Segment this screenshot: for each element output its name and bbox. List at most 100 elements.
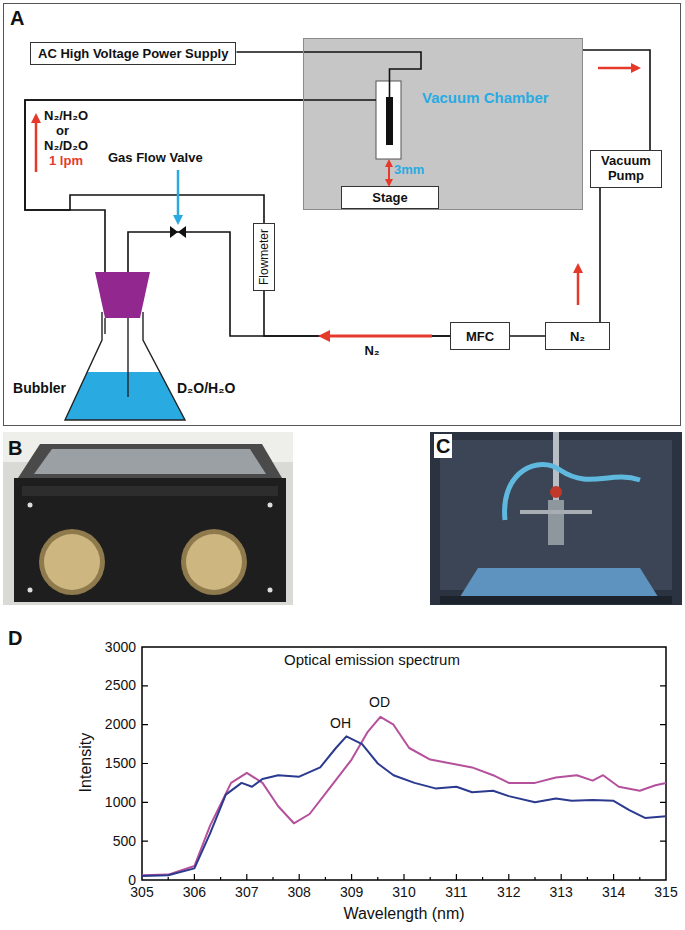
bubbler-flask-outline-part: [127, 318, 128, 397]
flow-label: N₂: [362, 343, 381, 359]
vacuum-chamber-outline: [304, 39, 582, 209]
y-tick-label: 1000: [105, 794, 136, 811]
x-tick-label: 308: [288, 884, 311, 901]
node-text: Flowmeter: [257, 229, 271, 285]
panel-letter: A: [10, 6, 24, 30]
n2-source-box: N₂: [545, 322, 610, 350]
flow-rate-label: 1 lpm: [49, 153, 83, 169]
apparatus-photo-part: [430, 432, 682, 605]
peak-label: OD: [369, 694, 390, 711]
x-tick-label: 312: [497, 884, 520, 901]
pipe-line: [264, 291, 450, 336]
bubbler-flask-outline-part: [95, 272, 150, 318]
stage-box: Stage: [341, 186, 439, 209]
flow-arrow-part: [31, 113, 41, 123]
gas-flow-valve-part: [178, 226, 186, 238]
panel-letter: D: [8, 626, 22, 650]
vacuum-chamber-outline-part: [386, 97, 393, 145]
chart-title: Optical emission spectrum: [284, 651, 460, 669]
apparatus-photo-part: [505, 464, 640, 520]
y-tick-label: 2000: [105, 716, 136, 733]
bubbler-flask-outline-part: [65, 312, 185, 420]
glovebox-photo-part: [34, 449, 266, 474]
pipe-line: [583, 50, 650, 150]
apparatus-photo-part: [548, 500, 564, 545]
gap-dimension: 3mm: [394, 162, 424, 178]
vacuum-chamber-outline-part: [385, 159, 393, 167]
node-text: Vacuum Chamber: [422, 89, 549, 106]
apparatus-photo-part: [520, 510, 592, 514]
valve-label: Gas Flow Valve: [108, 150, 203, 166]
node-text: D₂O/H₂O: [177, 380, 235, 396]
vacuum-chamber-outline-part: [388, 165, 390, 181]
y-tick-label: 1500: [105, 755, 136, 772]
spectrum-chart-part: [142, 647, 666, 880]
valve-pointer-arrow-part: [177, 170, 180, 216]
panel-letter: C: [434, 434, 452, 458]
gas-flow-valve-part: [170, 226, 178, 238]
x-tick-label: 314: [602, 884, 625, 901]
node-text: Stage: [372, 190, 407, 205]
glovebox-photo-part: [28, 503, 33, 508]
pipe-line: [510, 335, 545, 337]
panel-letter: B: [8, 436, 22, 460]
glovebox-photo-part: [39, 529, 105, 595]
x-axis-title: Wavelength (nm): [343, 904, 464, 923]
gas-flow-valve: [170, 226, 186, 238]
node-text: AC High Voltage Power Supply: [38, 46, 228, 61]
spectrum-chart: [142, 647, 666, 880]
power-supply-box: AC High Voltage Power Supply: [30, 42, 236, 65]
oh-curve: [142, 736, 666, 876]
y-tick-label: 3000: [105, 639, 136, 656]
apparatus-photo-part: [458, 568, 660, 600]
flow-arrow-part: [328, 335, 432, 338]
glovebox-photo-part: [268, 503, 273, 508]
vacuum-chamber-outline-part: [376, 81, 401, 159]
gas-mixture-label: N₂/D₂O: [44, 138, 88, 154]
glovebox-photo-part: [28, 588, 33, 593]
x-tick-label: 309: [340, 884, 363, 901]
flow-arrow-part: [318, 330, 330, 342]
flow-arrow-part: [598, 67, 632, 70]
gas-mixture-label: N₂/H₂O: [44, 108, 88, 124]
bubbler-flask-outline-part: [65, 372, 185, 420]
pipe-line: [25, 100, 303, 223]
valve-pointer-arrow: [173, 170, 183, 225]
x-tick-label: 313: [550, 884, 573, 901]
peak-label: OH: [330, 715, 351, 732]
bubbler-flask-outline-part: [65, 312, 185, 420]
node-text: Vacuum Pump: [595, 154, 657, 184]
pipe-line: [128, 232, 450, 336]
bubbler-flask: BubblerD₂O/H₂O: [60, 272, 190, 422]
glovebox-photo-part: [181, 529, 247, 595]
apparatus-photo-part: [550, 486, 562, 498]
glovebox-photo: [3, 432, 293, 605]
y-tick-label: 2500: [105, 677, 136, 694]
flowmeter-box: Flowmeter: [253, 223, 275, 291]
mfc-box: MFC: [450, 322, 510, 350]
apparatus-photo-part: [440, 596, 672, 604]
glovebox-photo-part: [22, 486, 278, 496]
vacuum-chamber-outline-part: [304, 99, 376, 101]
node-text: N₂: [570, 329, 585, 344]
glovebox-photo-part: [44, 534, 100, 590]
x-tick-label: 315: [654, 884, 677, 901]
bubbler-flask-outline: [60, 272, 190, 422]
node-text: MFC: [466, 329, 494, 344]
gas-mixture-label: or: [56, 123, 69, 139]
x-tick-label: 306: [183, 884, 206, 901]
vacuum-pump-box: Vacuum Pump: [590, 150, 662, 188]
glovebox-photo-part: [14, 478, 286, 602]
flow-arrow-part: [573, 263, 583, 273]
vacuum-chamber: Vacuum ChamberStage: [303, 38, 583, 210]
vacuum-chamber-outline-part: [304, 52, 421, 97]
spectrum-chart-part: [142, 686, 666, 880]
x-tick-label: 310: [392, 884, 415, 901]
flow-arrow-part: [631, 63, 641, 73]
node-text: Bubbler: [13, 380, 66, 396]
x-tick-label: 305: [130, 884, 153, 901]
valve-pointer-arrow-part: [173, 215, 183, 225]
pipe-line: [236, 51, 303, 53]
x-tick-label: 311: [445, 884, 467, 901]
